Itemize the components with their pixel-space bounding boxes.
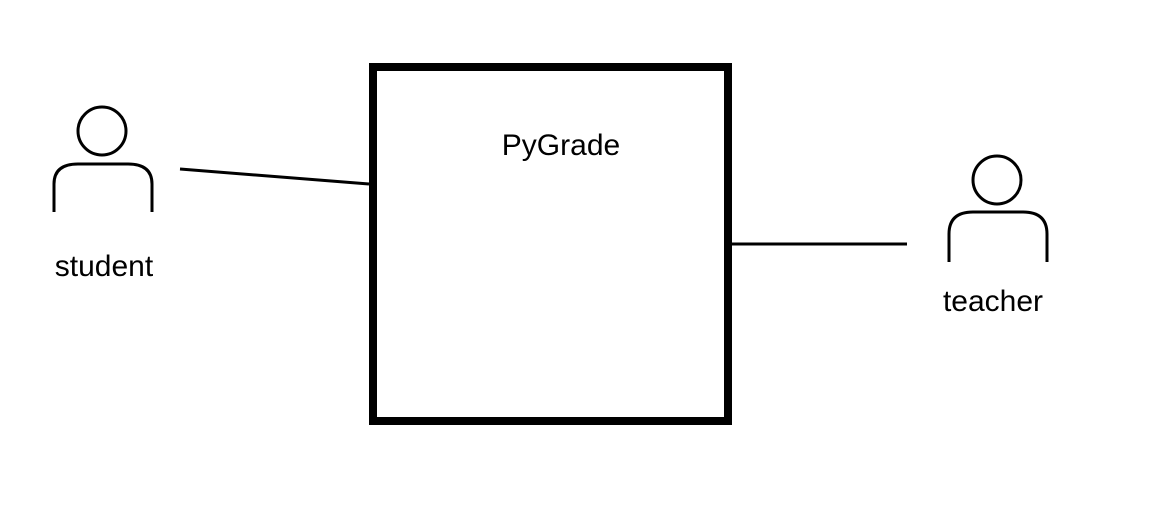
- person-icon: [947, 154, 1049, 262]
- person-shoulders: [52, 162, 154, 212]
- actor-label-student: student: [55, 250, 154, 283]
- actor-label-teacher: teacher: [943, 285, 1043, 318]
- system-boundary: PyGrade: [369, 63, 732, 425]
- person-head: [971, 154, 1023, 206]
- system-title: PyGrade: [502, 129, 620, 162]
- person-head: [76, 105, 128, 157]
- actor-student: student: [52, 105, 154, 283]
- association-line-student: [179, 167, 370, 186]
- person-shoulders: [947, 210, 1049, 262]
- system-box: [369, 63, 732, 425]
- person-icon: [52, 105, 154, 212]
- actor-teacher: teacher: [943, 154, 1049, 318]
